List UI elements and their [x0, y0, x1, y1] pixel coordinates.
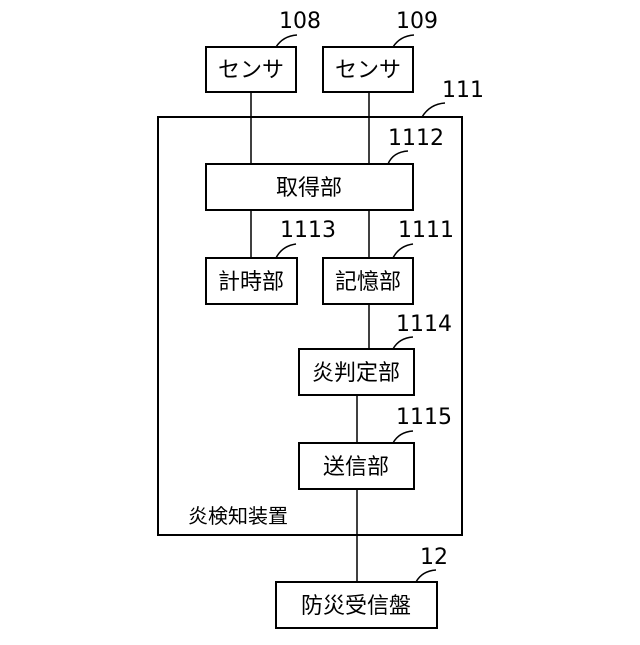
device-label: 炎検知装置 [188, 504, 288, 528]
flame-judgment-unit-ref-leader [393, 337, 413, 349]
sensor-b-ref-leader [393, 35, 414, 47]
fire-alarm-receiver: 防災受信盤 12 [276, 545, 448, 628]
sensor-a-ref-leader [276, 35, 297, 47]
transmission-unit-ref: 1115 [396, 405, 452, 430]
storage-unit-ref: 1111 [398, 218, 454, 243]
sensor-a-label: センサ [218, 58, 284, 83]
fire-alarm-receiver-ref: 12 [420, 545, 448, 570]
fire-alarm-receiver-ref-leader [416, 570, 436, 582]
sensor-a-ref: 108 [279, 9, 321, 34]
sensor-a: センサ 108 [206, 9, 321, 92]
transmission-unit: 送信部 1115 [299, 405, 452, 489]
sensor-b-label: センサ [335, 58, 401, 83]
fire-alarm-receiver-label: 防災受信盤 [301, 594, 411, 619]
flame-judgment-unit: 炎判定部 1114 [299, 312, 452, 395]
storage-unit: 記憶部 1111 [323, 218, 454, 304]
timer-unit-ref: 1113 [280, 218, 336, 243]
flame-judgment-unit-ref: 1114 [396, 312, 452, 337]
timer-unit-ref-leader [276, 244, 296, 258]
timer-unit: 計時部 1113 [206, 218, 336, 304]
storage-unit-ref-leader [393, 244, 413, 258]
flame-judgment-unit-label: 炎判定部 [312, 361, 400, 386]
acquisition-unit-label: 取得部 [276, 176, 342, 201]
acquisition-unit: 取得部 1112 [206, 126, 444, 210]
device-ref: 111 [442, 78, 484, 103]
timer-unit-label: 計時部 [218, 270, 284, 295]
device-ref-leader [422, 103, 445, 117]
acquisition-unit-ref: 1112 [388, 126, 444, 151]
sensor-b: センサ 109 [323, 9, 438, 92]
transmission-unit-label: 送信部 [323, 455, 389, 480]
transmission-unit-ref-leader [393, 431, 413, 443]
acquisition-unit-ref-leader [388, 151, 408, 164]
storage-unit-label: 記憶部 [335, 270, 401, 295]
sensor-b-ref: 109 [396, 9, 438, 34]
